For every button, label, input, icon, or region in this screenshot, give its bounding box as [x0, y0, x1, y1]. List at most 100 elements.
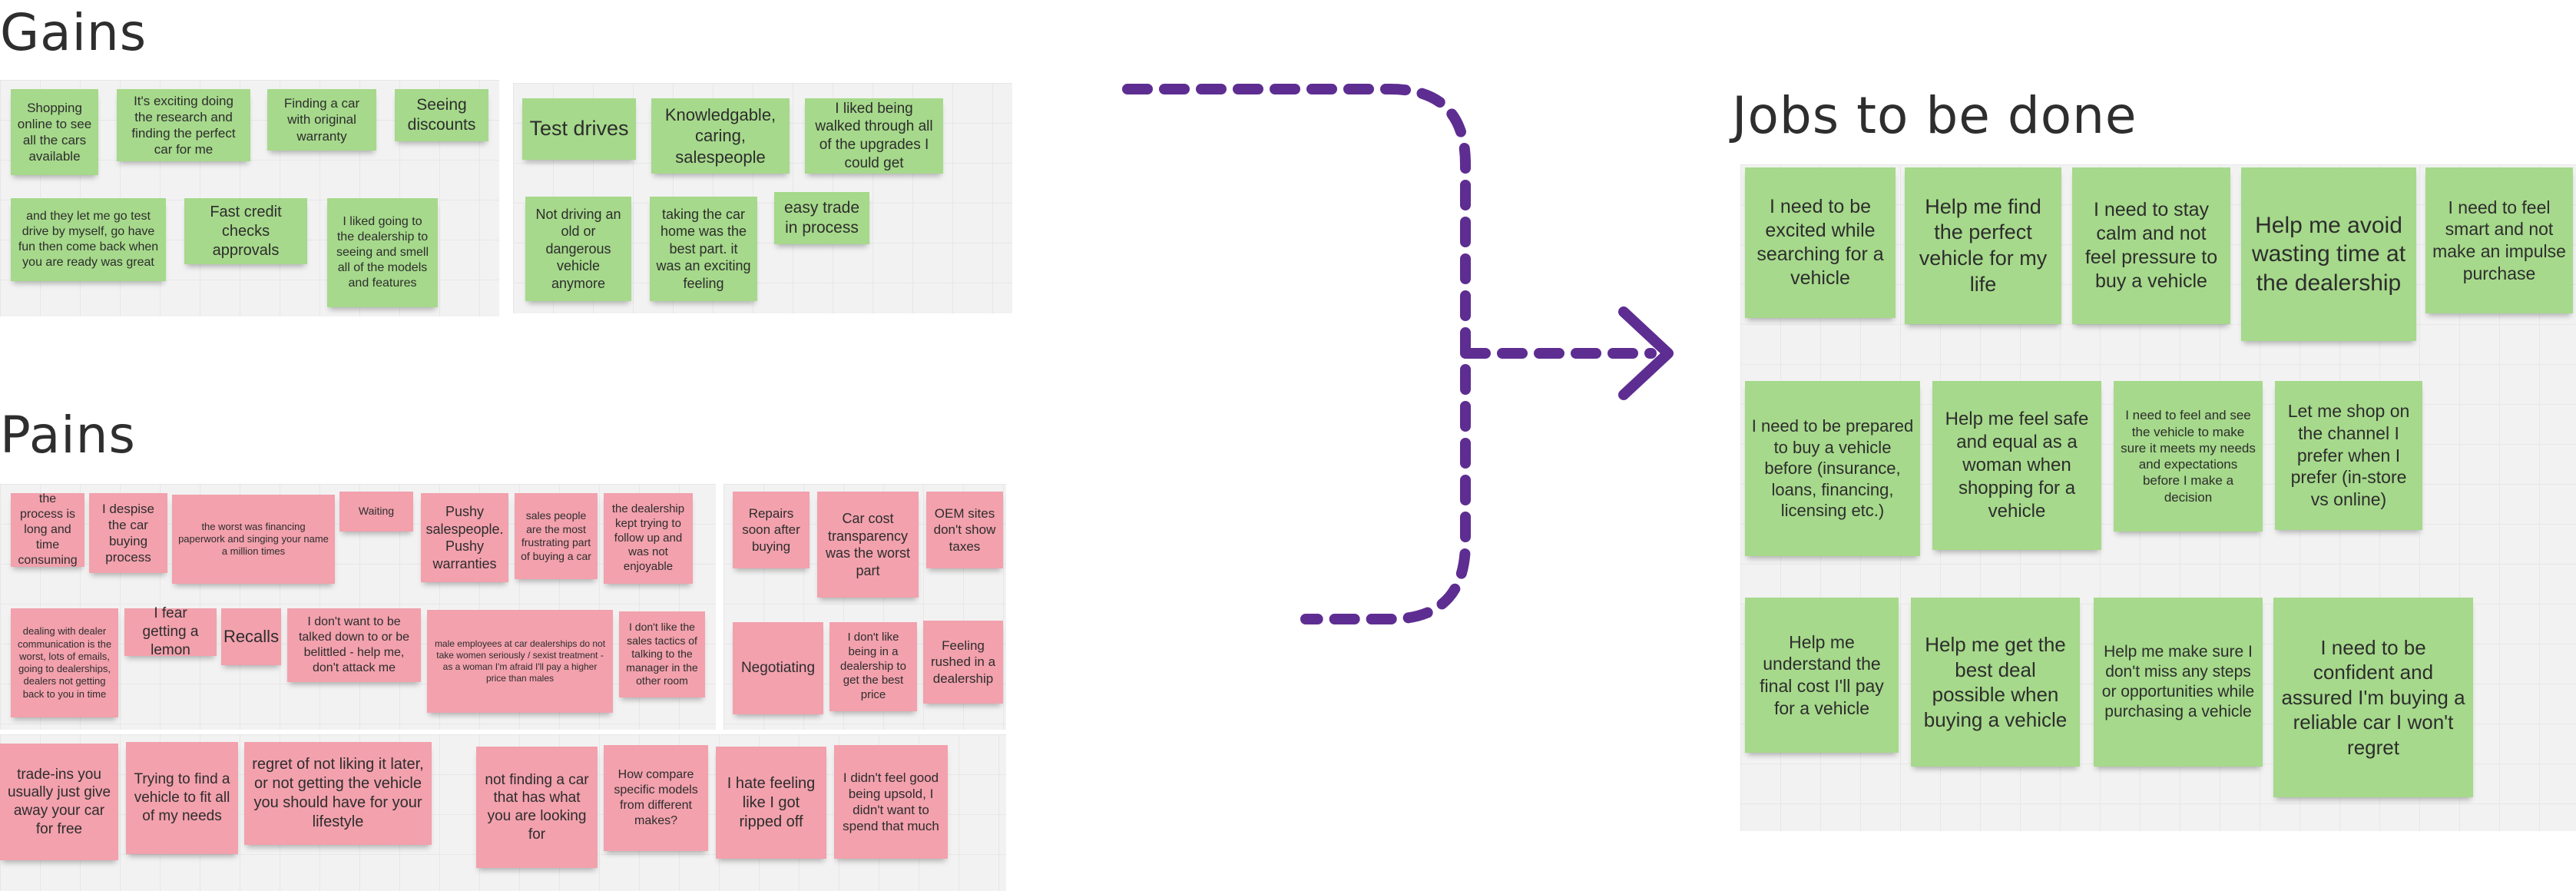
pain-note[interactable]: I don't like the sales tactics of talkin…	[619, 611, 705, 697]
note-text: male employees at car dealerships do not…	[434, 638, 606, 684]
note-text: Repairs soon after buying	[742, 506, 800, 554]
note-text: Help me avoid wasting time at the dealer…	[2251, 212, 2406, 296]
pain-note[interactable]: I hate feeling like I got ripped off	[716, 747, 826, 859]
note-text: I need to stay calm and not feel pressur…	[2084, 198, 2218, 293]
note-text: Pushy salespeople. Pushy warranties	[425, 504, 504, 571]
pain-note[interactable]: Repairs soon after buying	[733, 492, 810, 568]
job-note[interactable]: I need to be confident and assured I'm b…	[2273, 598, 2473, 797]
note-text: I need to feel smart and not make an imp…	[2432, 197, 2566, 283]
gain-note[interactable]: Test drives	[522, 98, 636, 160]
job-note[interactable]: Help me avoid wasting time at the dealer…	[2241, 167, 2416, 341]
note-text: regret of not liking it later, or not ge…	[252, 756, 424, 830]
pain-note[interactable]: Negotiating	[733, 622, 823, 714]
note-text: Help me feel safe and equal as a woman w…	[1945, 409, 2089, 522]
note-text: I don't like the sales tactics of talkin…	[626, 621, 698, 687]
job-note[interactable]: Let me shop on the channel I prefer when…	[2275, 381, 2422, 530]
note-text: Test drives	[529, 117, 629, 141]
gain-note[interactable]: and they let me go test drive by myself,…	[11, 198, 166, 281]
note-text: I need to be prepared to buy a vehicle b…	[1751, 416, 1914, 521]
note-text: Knowledgable, caring, salespeople	[664, 104, 776, 167]
gain-note[interactable]: Finding a car with original warranty	[267, 89, 376, 151]
pain-note[interactable]: Car cost transparency was the worst part	[817, 492, 919, 598]
note-text: Not driving an old or dangerous vehicle …	[535, 206, 621, 291]
note-text: Negotiating	[740, 660, 816, 677]
note-text: Shopping online to see all the cars avai…	[17, 100, 92, 164]
pain-note[interactable]: OEM sites don't show taxes	[926, 492, 1003, 568]
note-text: I didn't feel good being upsold, I didn'…	[843, 770, 939, 834]
pain-note[interactable]: sales people are the most frustrating pa…	[515, 493, 598, 579]
note-text: the worst was financing paperwork and si…	[178, 520, 329, 558]
pain-note[interactable]: Pushy salespeople. Pushy warranties	[421, 493, 508, 582]
gain-note[interactable]: Not driving an old or dangerous vehicle …	[525, 197, 631, 301]
note-text: easy trade in process	[783, 198, 860, 237]
gain-note[interactable]: Seeing discounts	[395, 89, 488, 141]
jobs-heading: Jobs to be done	[1732, 86, 2137, 145]
job-note[interactable]: I need to feel and see the vehicle to ma…	[2114, 381, 2263, 532]
bracket-line	[1122, 84, 1471, 624]
note-text: I despise the car buying process	[101, 501, 155, 565]
note-text: I liked being walked through all of the …	[815, 100, 933, 171]
note-text: I liked going to the dealership to seein…	[336, 215, 429, 290]
gain-note[interactable]: I liked going to the dealership to seein…	[327, 198, 438, 307]
job-note[interactable]: I need to feel smart and not make an imp…	[2425, 167, 2573, 313]
pain-note[interactable]: the worst was financing paperwork and si…	[172, 495, 335, 584]
note-text: Car cost transparency was the worst part	[825, 511, 911, 578]
note-text: dealing with dealer communication is the…	[17, 625, 112, 700]
job-note[interactable]: Help me get the best deal possible when …	[1911, 598, 2080, 767]
gain-note[interactable]: I liked being walked through all of the …	[805, 98, 943, 174]
note-text: How compare specific models from differe…	[614, 768, 698, 827]
job-note[interactable]: I need to be excited while searching for…	[1745, 167, 1896, 318]
note-text: and they let me go test drive by myself,…	[18, 210, 159, 269]
pain-note[interactable]: Waiting	[339, 492, 413, 532]
pain-note[interactable]: I despise the car buying process	[89, 493, 167, 573]
pain-note[interactable]: I didn't feel good being upsold, I didn'…	[834, 745, 948, 859]
gain-note[interactable]: Knowledgable, caring, salespeople	[651, 98, 790, 174]
pain-note[interactable]: Trying to find a vehicle to fit all of m…	[126, 742, 238, 854]
note-text: I don't want to be talked down to or be …	[298, 615, 410, 674]
pain-note[interactable]: How compare specific models from differe…	[604, 745, 708, 851]
note-text: the process is long and time consuming	[18, 492, 78, 567]
pain-note[interactable]: I don't want to be talked down to or be …	[287, 608, 421, 682]
note-text: sales people are the most frustrating pa…	[521, 509, 591, 562]
note-text: Trying to find a vehicle to fit all of m…	[134, 771, 230, 824]
note-text: Finding a car with original warranty	[283, 96, 360, 144]
note-text: OEM sites don't show taxes	[933, 506, 996, 554]
pain-note[interactable]: regret of not liking it later, or not ge…	[244, 742, 432, 845]
pain-note[interactable]: the dealership kept trying to follow up …	[604, 493, 693, 584]
pain-note[interactable]: the process is long and time consuming	[11, 492, 84, 567]
note-text: I fear getting a lemon	[142, 605, 199, 658]
pains-heading: Pains	[0, 406, 136, 465]
note-text: the dealership kept trying to follow up …	[611, 502, 685, 574]
note-text: I don't like being in a dealership to ge…	[840, 631, 906, 702]
pain-note[interactable]: I don't like being in a dealership to ge…	[829, 622, 917, 711]
pain-note[interactable]: I fear getting a lemon	[124, 605, 217, 658]
pain-note[interactable]: trade-ins you usually just give away you…	[0, 744, 118, 860]
gain-note[interactable]: Shopping online to see all the cars avai…	[11, 89, 98, 175]
gain-note[interactable]: Fast credit checks approvals	[184, 198, 307, 264]
gains-heading: Gains	[0, 3, 147, 62]
pain-note[interactable]: not finding a car that has what you are …	[476, 747, 598, 868]
note-text: Seeing discounts	[407, 95, 476, 134]
note-text: Waiting	[358, 505, 395, 518]
job-note[interactable]: I need to stay calm and not feel pressur…	[2072, 167, 2230, 324]
job-note[interactable]: Help me feel safe and equal as a woman w…	[1932, 381, 2101, 550]
note-text: I need to feel and see the vehicle to ma…	[2121, 408, 2256, 505]
gain-note[interactable]: It's exciting doing the research and fin…	[117, 89, 250, 161]
pain-note[interactable]: dealing with dealer communication is the…	[11, 608, 118, 717]
job-note[interactable]: Help me find the perfect vehicle for my …	[1905, 167, 2061, 324]
job-note[interactable]: Help me understand the final cost I'll p…	[1745, 598, 1899, 753]
gain-note[interactable]: easy trade in process	[774, 192, 869, 244]
job-note[interactable]: I need to be prepared to buy a vehicle b…	[1745, 381, 1920, 556]
pain-note[interactable]: male employees at car dealerships do not…	[427, 610, 613, 713]
gain-note[interactable]: taking the car home was the best part. i…	[650, 197, 757, 301]
note-text: Let me shop on the channel I prefer when…	[2287, 401, 2410, 510]
job-note[interactable]: Help me make sure I don't miss any steps…	[2094, 598, 2263, 767]
pain-note[interactable]: Feeling rushed in a dealership	[923, 621, 1003, 704]
pain-note[interactable]: Recalls	[221, 608, 281, 665]
note-text: I need to be confident and assured I'm b…	[2281, 635, 2465, 759]
note-text: Feeling rushed in a dealership	[930, 638, 996, 686]
note-text: It's exciting doing the research and fin…	[131, 93, 236, 157]
note-text: Recalls	[223, 627, 280, 647]
note-text: Help me get the best deal possible when …	[1923, 633, 2068, 731]
